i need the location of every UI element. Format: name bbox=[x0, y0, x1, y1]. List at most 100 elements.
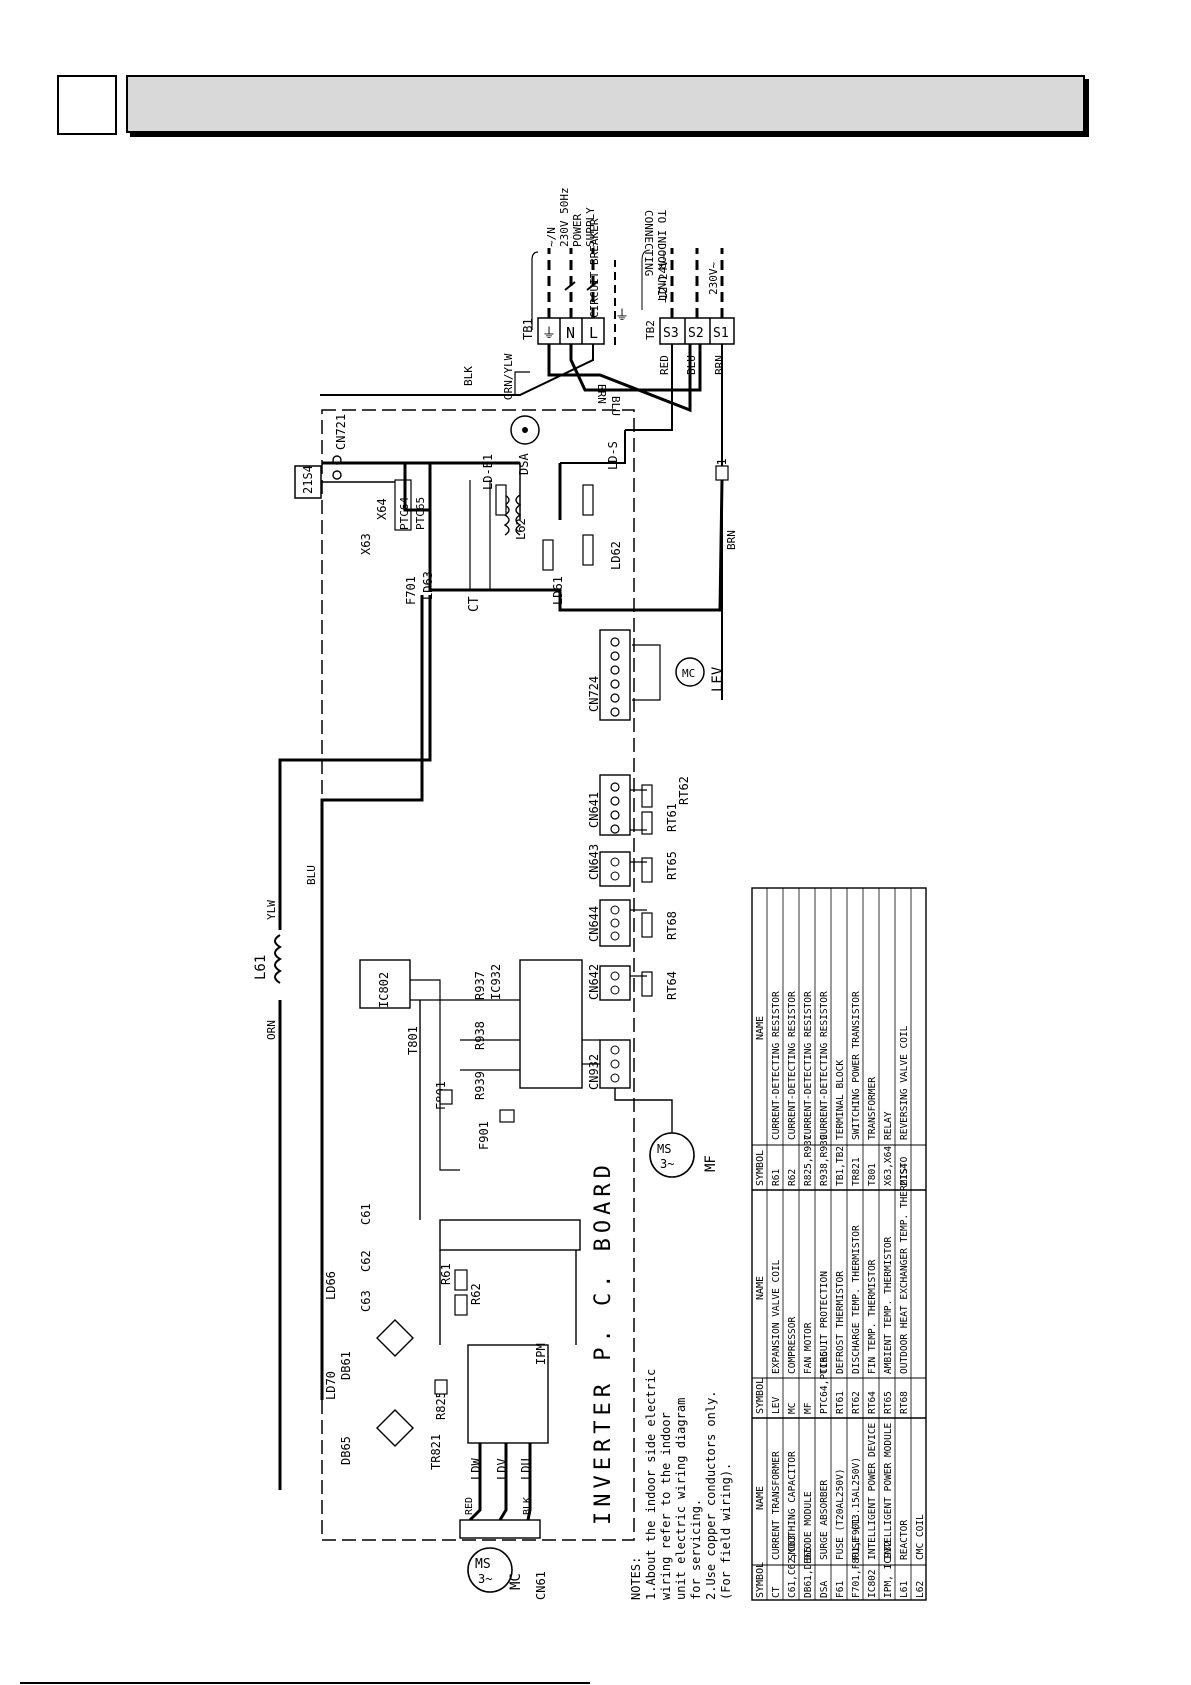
label-cn932: CN932 bbox=[587, 1054, 601, 1090]
note-line-2: 1.About the indoor side electric bbox=[644, 1369, 658, 1600]
label-rt61: RT61 bbox=[665, 803, 679, 832]
label-ld62: LD62 bbox=[609, 541, 623, 570]
legend-symbol: T801 bbox=[867, 1163, 878, 1186]
reactor-section: L61 YLW ORN BLU bbox=[253, 595, 432, 1490]
tb1-earth: ⏚ bbox=[542, 326, 556, 342]
tb1-l: L bbox=[589, 324, 598, 342]
label-ptc64: PTC64 bbox=[398, 497, 411, 530]
legend-symbol: R61 bbox=[771, 1169, 782, 1186]
label-lev: LEV bbox=[710, 666, 726, 692]
label-ic802: IC802 bbox=[377, 972, 391, 1008]
label-cn641: CN641 bbox=[587, 792, 601, 828]
legend-symbol: L62 bbox=[915, 1581, 926, 1598]
label-ptc65: PTC65 bbox=[414, 497, 427, 530]
legend-symbol: R62 bbox=[787, 1169, 798, 1186]
supply-line-4: SUPPLY bbox=[584, 207, 597, 247]
legend-symbol: R825,R937 bbox=[803, 1135, 814, 1186]
tb2-block bbox=[659, 317, 735, 345]
section-header-bar bbox=[126, 75, 1085, 133]
label-c63: C63 bbox=[359, 1290, 373, 1312]
legend-symbol: RT68 bbox=[899, 1391, 910, 1414]
legend-symbol: C61,C62,C63 bbox=[787, 1535, 798, 1598]
label-r62: R62 bbox=[469, 1283, 483, 1305]
label-c61: C61 bbox=[359, 1203, 373, 1225]
label-rt62: RT62 bbox=[677, 776, 691, 805]
control-section: IC802 R937 R938 R939 IC932 T801 F801 F90… bbox=[359, 959, 719, 1178]
label-f701: F701 bbox=[404, 576, 418, 605]
label-cn642: CN642 bbox=[587, 964, 601, 1000]
legend-name: COMPRESSOR bbox=[787, 1317, 798, 1374]
label-l61: L61 bbox=[253, 955, 269, 980]
legend-header-name-2: NAME bbox=[755, 1276, 766, 1300]
legend-symbol: RT64 bbox=[867, 1391, 878, 1414]
label-ipm: IPM bbox=[534, 1343, 548, 1365]
legend-header-symbol-3: SYMBOL bbox=[755, 1150, 766, 1186]
wire-label-red-mc: RED bbox=[464, 1497, 475, 1515]
legend-name: INTELLIGENT POWER DEVICE bbox=[867, 1422, 878, 1560]
label-ld70: LD70 bbox=[324, 1371, 338, 1400]
label-r825: R825 bbox=[434, 1391, 448, 1420]
label-cn724: CN724 bbox=[587, 676, 601, 712]
tb1-label: TB1 bbox=[521, 318, 535, 340]
compressor-symbol: MS bbox=[475, 1557, 491, 1572]
legend-name: REVERSING VALVE COIL bbox=[899, 1025, 910, 1140]
note-line-4: unit electric wiring diagram bbox=[674, 1398, 688, 1600]
note-line-3: wiring refer to the indoor bbox=[659, 1412, 673, 1600]
legend-name: CMC COIL bbox=[915, 1514, 926, 1560]
wire-label-blk-mc: BLK bbox=[522, 1497, 533, 1515]
legend-name: TERMINAL BLOCK bbox=[835, 1060, 846, 1140]
legend-symbol: TR821 bbox=[851, 1157, 862, 1186]
legend-symbol: L61 bbox=[899, 1581, 910, 1598]
legend-header-name-1: NAME bbox=[755, 1486, 766, 1510]
legend-symbol: IC802 bbox=[867, 1569, 878, 1598]
legend-name: CURRENT TRANSFORMER bbox=[771, 1451, 782, 1560]
legend-table: SYMBOL NAME SYMBOL NAME SYMBOL NAME CTCU… bbox=[751, 887, 927, 1601]
legend-name: TRANSFORMER bbox=[867, 1077, 878, 1140]
legend-name: CURRENT-DETECTING RESISTOR bbox=[787, 991, 798, 1140]
label-x63: X63 bbox=[359, 533, 373, 555]
label-t801: T801 bbox=[406, 1026, 420, 1055]
legend-name: DIODE MODULE bbox=[803, 1491, 814, 1560]
supply-line-3: POWER bbox=[571, 214, 584, 247]
tb2-s1: S1 bbox=[713, 326, 729, 341]
label-mf: MF bbox=[703, 1155, 719, 1172]
legend-name: DEFROST THERMISTOR bbox=[835, 1271, 846, 1374]
label-r61: R61 bbox=[439, 1263, 453, 1285]
legend-symbol: RT62 bbox=[851, 1391, 862, 1414]
legend-symbol: F701,F801,F901 bbox=[851, 1518, 862, 1598]
sensor-section: CN724 MC LEV CN641 RT61 RT62 CN643 RT65 … bbox=[587, 629, 726, 1001]
label-f901: F901 bbox=[477, 1121, 491, 1150]
label-lds: LD-S bbox=[606, 441, 620, 470]
tb2-ac-voltage: 230V~ bbox=[707, 262, 720, 295]
label-cn643: CN643 bbox=[587, 844, 601, 880]
label-tr821: TR821 bbox=[429, 1434, 443, 1470]
relay-section: 21S4 CN721 X63 X64 PTC64 PTC65 LD-E1 DSA… bbox=[294, 414, 738, 612]
legend-symbol: MF bbox=[803, 1402, 814, 1414]
label-cn644: CN644 bbox=[587, 906, 601, 942]
legend-symbol: RT65 bbox=[883, 1391, 894, 1414]
label-ic932: IC932 bbox=[489, 964, 503, 1000]
tb2-s3: S3 bbox=[663, 326, 679, 341]
power-section: ⏚ N L TB1 CIRCUIT BREAKER ~/N 230V 50Hz … bbox=[320, 187, 735, 700]
wire-label-blu-long: BLU bbox=[305, 865, 318, 885]
legend-name: EXPANSION VALVE COIL bbox=[771, 1259, 782, 1374]
legend-symbol: 21S4 bbox=[899, 1163, 910, 1186]
note-line-6: 2.Use copper conductors only. bbox=[704, 1390, 718, 1600]
legend-symbol: MC bbox=[787, 1403, 798, 1414]
label-r938: R938 bbox=[473, 1021, 487, 1050]
label-rt64: RT64 bbox=[665, 971, 679, 1000]
legend-name: OUTDOOR HEAT EXCHANGER TEMP. THERMISTO bbox=[899, 1156, 910, 1374]
legend-name: AMBIENT TEMP. THERMISTOR bbox=[883, 1236, 894, 1374]
legend-symbol: IPM, IC932 bbox=[883, 1541, 894, 1598]
breaker-label: CIRCUIT BREAKER bbox=[588, 218, 601, 318]
label-rt68: RT68 bbox=[665, 911, 679, 940]
legend-name: CURRENT-DETECTING RESISTOR bbox=[819, 991, 830, 1140]
label-mc: MC bbox=[508, 1573, 524, 1590]
label-x64: X64 bbox=[375, 498, 389, 520]
label-r937: R937 bbox=[473, 971, 487, 1000]
power-module-section: C61 C62 C63 R61 R62 LD66 LD70 DB61 DB65 … bbox=[324, 1000, 581, 1522]
wire-label-blu-mid: BLU bbox=[609, 396, 622, 416]
wire-label-brn-f61: BRN bbox=[725, 530, 738, 550]
label-db65: DB65 bbox=[339, 1436, 353, 1465]
